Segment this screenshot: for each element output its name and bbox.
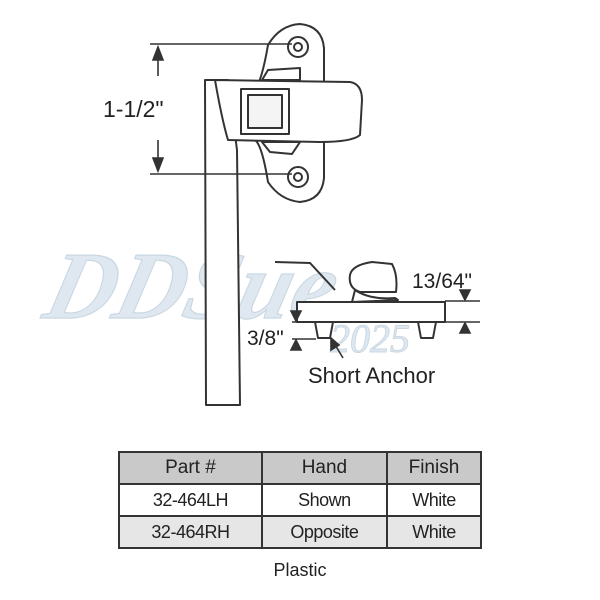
side-view-anchor-left (314, 321, 334, 339)
anchor-leader-arrow (330, 336, 341, 352)
cell-hand: Opposite (260, 515, 388, 549)
bottom-screw-hole-inner (293, 172, 303, 182)
table-row: 32-464RH Opposite White (118, 515, 483, 549)
part-spec-table: Part # Hand Finish 32-464LH Shown White … (118, 451, 483, 549)
cell-finish: White (385, 483, 483, 517)
height-dimension-label: 1-1/2" (103, 96, 164, 122)
anchor-length-dimension-label: 3/8" (247, 327, 284, 350)
watermark: DDSue 2025 (34, 233, 411, 362)
dim-13-64-arrow-bottom (458, 321, 472, 334)
latch-drawing: DDSue 2025 (34, 23, 480, 406)
latch-lower-wedge (261, 141, 301, 155)
header-finish: Finish (385, 451, 483, 485)
side-view-cam (348, 261, 398, 293)
watermark-year: 2025 (330, 316, 410, 361)
table-row: 32-464LH Shown White (118, 483, 483, 517)
material-label: Plastic (273, 560, 327, 580)
side-view-base-plate (296, 301, 446, 323)
side-view-anchor-right (417, 321, 437, 339)
top-screw-hole-inner (293, 42, 303, 52)
latch-window-inner (247, 94, 283, 129)
dim-3-8-arrow-bottom (289, 338, 303, 351)
dim-13-64-arrow-top (458, 289, 472, 302)
cell-finish: White (385, 515, 483, 549)
dim-arrow-up-head (151, 44, 165, 61)
short-anchor-label: Short Anchor (308, 363, 436, 388)
watermark-logo: DDSue (34, 233, 350, 339)
header-hand: Hand (260, 451, 388, 485)
cell-hand: Shown (260, 483, 388, 517)
latch-offset-dimension-label: 13/64" (412, 270, 473, 293)
side-view-cam-detail (351, 289, 399, 303)
latch-upper-wedge (261, 67, 301, 81)
dim-arrow-down-head (151, 157, 165, 174)
dim-3-8-arrow-top (289, 310, 303, 323)
header-part: Part # (118, 451, 263, 485)
table-header-row: Part # Hand Finish (118, 451, 483, 485)
cell-part: 32-464LH (118, 483, 263, 517)
cell-part: 32-464RH (118, 515, 263, 549)
side-view-handle-line (274, 261, 336, 291)
